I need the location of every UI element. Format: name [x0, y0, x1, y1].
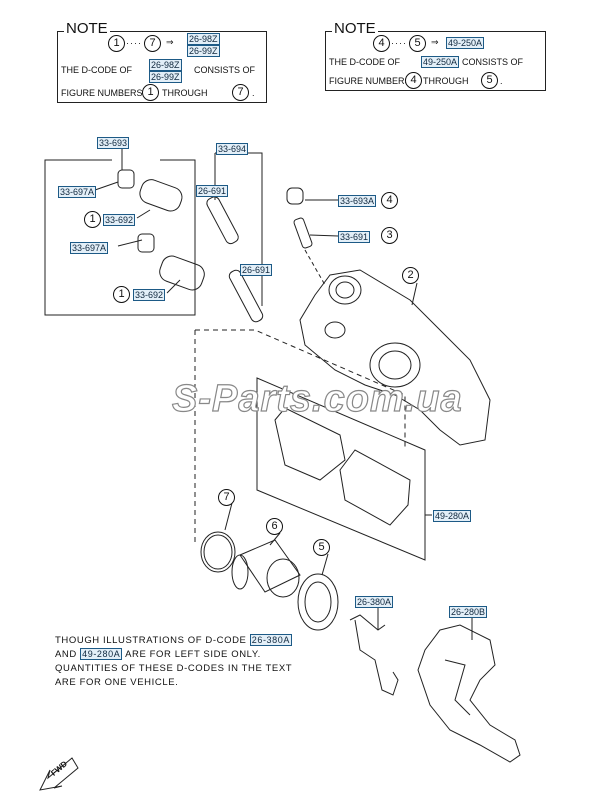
brake-pad [274, 407, 346, 481]
note-text: . [252, 88, 255, 98]
figure-number-6: 6 [266, 518, 283, 535]
d-code-link[interactable]: 26-99Z [149, 71, 182, 83]
guide-pin-26-691-2 [228, 269, 264, 323]
piston-seal [200, 531, 236, 573]
d-code-link[interactable]: 26-98Z [149, 59, 182, 71]
d-code-link[interactable]: 26-380A [249, 634, 292, 646]
part-code-33-697a[interactable]: 33-697A [58, 186, 97, 198]
guide-pin-26-691 [206, 196, 239, 245]
seal-kit-frame [44, 159, 196, 316]
part-code-33-692[interactable]: 33-692 [103, 214, 136, 226]
note-text: CONSISTS OF [462, 57, 524, 67]
caliper-body [299, 269, 491, 446]
d-code-link[interactable]: 49-280A [80, 648, 123, 660]
note-text: AND [55, 649, 77, 660]
dots: ···· [126, 38, 142, 48]
bleeder-cap-33-693a [286, 187, 304, 205]
note-title: NOTE [332, 20, 378, 37]
note-text: THROUGH [423, 76, 469, 86]
figure-number: 5 [409, 35, 426, 52]
watermark: S-Parts.com.ua [171, 377, 463, 420]
note-text: CONSISTS OF [194, 65, 256, 75]
figure-number: 4 [405, 72, 422, 89]
note-text: ARE FOR ONE VEHICLE. [55, 677, 179, 688]
note-text: QUANTITIES OF THESE D-CODES IN THE TEXT [55, 663, 293, 674]
note-text: THE D-CODE OF [61, 65, 132, 75]
note-box-1: NOTE 1 ···· 7 ⇒ 26-98Z 26-99Z THE D-CODE… [57, 21, 267, 103]
part-code-33-691[interactable]: 33-691 [338, 231, 371, 243]
note-text: THE D-CODE OF [329, 57, 400, 67]
part-code-26-280b[interactable]: 26-280B [449, 606, 488, 618]
part-code-33-693a[interactable]: 33-693A [338, 195, 377, 207]
figure-number-7: 7 [218, 489, 235, 506]
caliper-bracket-26-280b [417, 624, 521, 763]
note-text: FIGURE NUMBERS [61, 88, 143, 98]
dots: ···· [391, 38, 407, 48]
note-box-2: NOTE 4 ···· 5 ⇒ 49-250A THE D-CODE OF 49… [325, 21, 546, 91]
d-code-link[interactable]: 26-98Z [187, 33, 220, 45]
boot-33-697a-2 [137, 233, 155, 253]
left-side-note: THOUGH ILLUSTRATIONS OF D-CODE 26-380A A… [55, 634, 292, 690]
figure-number-2: 2 [402, 267, 419, 284]
figure-number-1: 1 [113, 286, 130, 303]
piston [239, 539, 301, 593]
note-text: THROUGH [162, 88, 208, 98]
part-code-33-693[interactable]: 33-693 [97, 137, 130, 149]
note-text: . [500, 76, 503, 86]
figure-number-4: 4 [381, 192, 398, 209]
figure-number-5: 5 [313, 539, 330, 556]
bleeder-screw-33-691 [293, 217, 313, 249]
figure-number-1: 1 [84, 211, 101, 228]
note-title: NOTE [64, 20, 110, 37]
arrow: ⇒ [166, 37, 174, 47]
fwd-arrow-icon [39, 757, 79, 791]
note-text: ARE FOR LEFT SIDE ONLY. [125, 649, 261, 660]
boot-33-697a [117, 169, 135, 189]
d-code-link[interactable]: 49-250A [421, 56, 460, 68]
part-code-26-380a[interactable]: 26-380A [355, 596, 394, 608]
part-code-33-697a[interactable]: 33-697A [70, 242, 109, 254]
part-code-26-691[interactable]: 26-691 [240, 264, 273, 276]
dust-boot [297, 573, 339, 631]
anti-rattle-spring [349, 614, 399, 696]
part-code-33-694[interactable]: 33-694 [216, 143, 249, 155]
note-text: THOUGH ILLUSTRATIONS OF D-CODE [55, 635, 247, 646]
bushing-33-692-2 [159, 255, 205, 291]
figure-number: 1 [142, 84, 159, 101]
bushing-33-692 [139, 179, 183, 212]
figure-number: 7 [144, 35, 161, 52]
pad-frame [256, 377, 426, 561]
arrow: ⇒ [431, 37, 439, 47]
d-code-link[interactable]: 26-99Z [187, 45, 220, 57]
part-code-26-691[interactable]: 26-691 [196, 185, 229, 197]
figure-number: 7 [232, 84, 249, 101]
part-code-49-280a[interactable]: 49-280A [433, 510, 472, 522]
figure-number: 4 [373, 35, 390, 52]
d-code-link[interactable]: 49-250A [446, 37, 485, 49]
note-text: FIGURE NUMBERS [329, 76, 411, 86]
figure-number: 5 [481, 72, 498, 89]
part-code-33-692[interactable]: 33-692 [133, 289, 166, 301]
figure-number: 1 [108, 35, 125, 52]
brake-pad-2 [339, 449, 411, 526]
figure-number-3: 3 [381, 227, 398, 244]
